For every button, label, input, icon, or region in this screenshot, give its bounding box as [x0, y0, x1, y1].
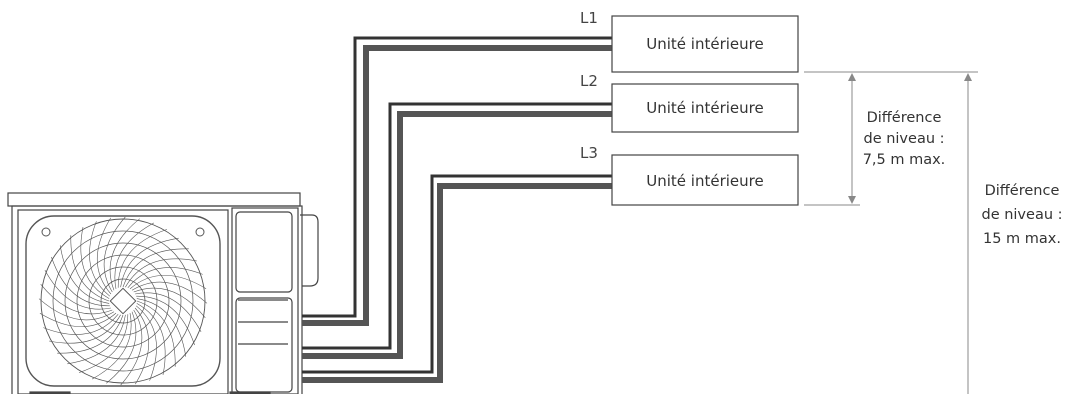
- dim-large-line2: de niveau :: [981, 207, 1062, 223]
- service-panel: [231, 207, 299, 394]
- fan-blade-line: [133, 287, 206, 318]
- indoor-unit-1-label: Unité intérieure: [646, 35, 763, 53]
- indoor-unit-3: Unité intérieure: [611, 154, 799, 206]
- fan-blade-line: [38, 298, 115, 321]
- dim-large-line1: Différence: [985, 183, 1060, 199]
- fan-blade-line: [117, 229, 168, 288]
- line-label-l3: L3: [580, 144, 598, 162]
- fan-grille: [25, 215, 221, 387]
- indoor-unit-2: Unité intérieure: [611, 83, 799, 133]
- fan-blade-line: [136, 303, 166, 375]
- fan-blade-line: [135, 292, 202, 333]
- dim-large-line3: 15 m max.: [983, 231, 1061, 247]
- fan-blade-line: [91, 313, 132, 380]
- fan-blade-line: [57, 314, 124, 354]
- fan-blade-line: [106, 311, 137, 384]
- fan-blade-line: [59, 245, 110, 304]
- outdoor-unit: [7, 192, 319, 394]
- fan-blade-line: [67, 314, 126, 365]
- dimension-small: [804, 71, 860, 206]
- fan-blade-line: [136, 305, 157, 381]
- pipe-l2-thin: [302, 102, 612, 350]
- dim-small-line1: Différence: [867, 110, 942, 126]
- pipe-l1-thick: [302, 45, 612, 326]
- fan-blade-line: [120, 309, 143, 386]
- fan-blade-line: [43, 314, 119, 335]
- fan-blade-line: [136, 300, 176, 367]
- fan-blade-line: [114, 222, 155, 289]
- indoor-unit-2-label: Unité intérieure: [646, 99, 763, 117]
- pipe-l3-thin: [302, 174, 612, 374]
- fan-blade-line: [134, 307, 150, 385]
- fan-blade-line: [103, 216, 126, 293]
- fan-blade-line: [120, 237, 179, 288]
- top-vent-panel: [235, 211, 293, 293]
- fan-blade-line: [40, 284, 113, 315]
- fan-blade-line: [125, 258, 197, 288]
- dimension-large: [860, 71, 978, 394]
- line-label-l2: L2: [580, 72, 598, 90]
- fan-blade-line: [136, 298, 187, 357]
- dim-small-line2: de niveau :: [863, 131, 944, 147]
- pipes: [302, 36, 612, 383]
- fan-blade-line: [51, 256, 110, 307]
- fan-blade-line: [127, 267, 203, 288]
- fan-blade-line: [78, 314, 129, 373]
- fan-blade-line: [136, 295, 195, 346]
- valve-cover: [235, 297, 293, 393]
- fan-blade-line: [80, 227, 110, 299]
- fan-blade-line: [89, 221, 110, 297]
- fan-blade-line: [109, 218, 140, 291]
- fan-blade-line: [96, 217, 112, 295]
- fan-blade-line: [44, 269, 111, 310]
- line-label-l1: L1: [580, 9, 598, 27]
- fan-blade-line: [49, 314, 121, 344]
- fan-blade-line: [39, 312, 117, 328]
- indoor-unit-1: Unité intérieure: [611, 15, 799, 73]
- fan-blade-line: [70, 235, 110, 302]
- fan-blade-line: [131, 281, 208, 304]
- pipe-l3-thick: [302, 183, 612, 383]
- fan-panel: [17, 209, 229, 394]
- pipe-l2-thick: [302, 111, 612, 359]
- indoor-unit-3-label: Unité intérieure: [646, 172, 763, 190]
- pipe-l1-thin: [302, 36, 612, 318]
- fan-blade-line: [129, 274, 207, 290]
- fan-blade-line: [122, 248, 189, 288]
- dim-small-line3: 7,5 m max.: [863, 152, 946, 168]
